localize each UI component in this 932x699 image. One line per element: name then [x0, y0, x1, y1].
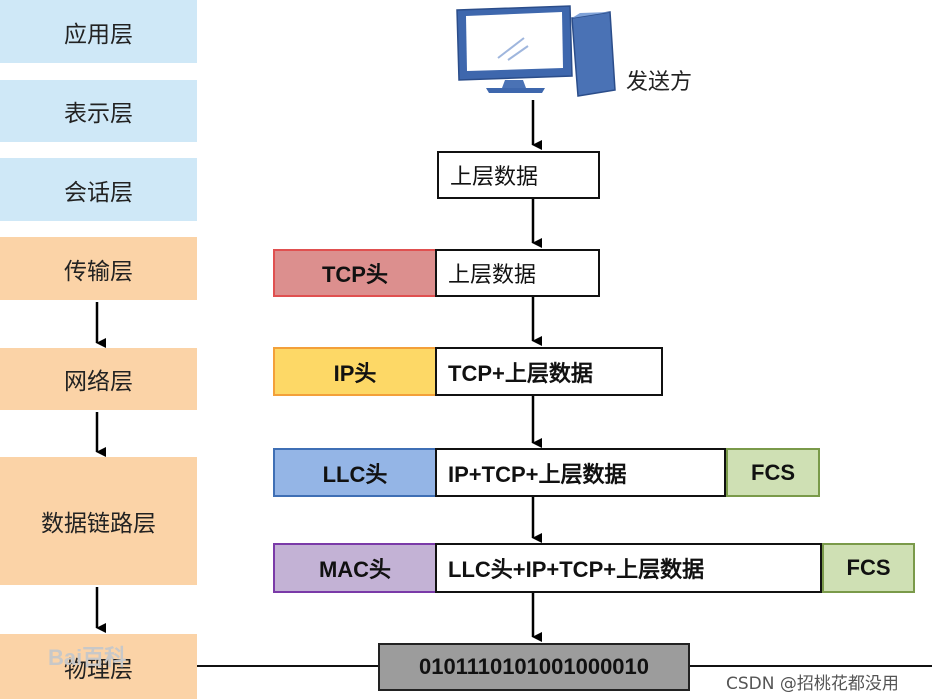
- layer-presentation: 表示层: [0, 80, 197, 142]
- computer-icon: [456, 5, 616, 97]
- tcp-header-label: TCP头: [321, 262, 388, 287]
- mac-header-box: MAC头: [273, 543, 437, 593]
- mac-payload-label: LLC头+IP+TCP+上层数据: [448, 557, 705, 582]
- tcp-payload-label: 上层数据: [448, 263, 537, 288]
- layer-network-label: 网络层: [64, 369, 133, 395]
- llc-fcs-box: FCS: [726, 448, 820, 497]
- layer-network: 网络层: [0, 348, 197, 410]
- tcp-payload-box: 上层数据: [435, 249, 600, 297]
- layer-session-label: 会话层: [64, 179, 133, 206]
- ip-payload-label: TCP+上层数据: [448, 360, 593, 386]
- llc-header-label: LLC头: [322, 461, 388, 487]
- layer-physical-label: 物理层: [64, 656, 133, 683]
- layer-presentation-label: 表示层: [64, 101, 133, 127]
- bitstream-box: 0101110101001000010: [378, 643, 690, 691]
- baidu-watermark: Bai百科: [48, 645, 127, 670]
- mac-fcs-label: FCS: [846, 555, 891, 580]
- layer-session: 会话层: [0, 158, 197, 221]
- layer-physical: 物理层: [0, 634, 197, 699]
- mac-fcs-box: FCS: [822, 543, 915, 593]
- mac-header-label: MAC头: [318, 557, 392, 582]
- layer-application: 应用层: [0, 0, 197, 63]
- ip-payload-box: TCP+上层数据: [435, 347, 663, 396]
- upper-data-label: 上层数据: [450, 165, 539, 190]
- bitstream-label: 0101110101001000010: [418, 654, 650, 679]
- layer-datalink: 数据链路层: [0, 457, 197, 585]
- llc-payload-label: IP+TCP+上层数据: [448, 461, 627, 487]
- ip-header-box: IP头: [273, 347, 437, 396]
- layer-application-label: 应用层: [64, 21, 133, 48]
- upper-data-box: 上层数据: [437, 151, 600, 199]
- layer-datalink-label: 数据链路层: [41, 511, 156, 537]
- llc-payload-box: IP+TCP+上层数据: [435, 448, 726, 497]
- csdn-credit: CSDN @招桃花都没用: [726, 674, 899, 694]
- tcp-header-box: TCP头: [273, 249, 437, 297]
- llc-fcs-label: FCS: [751, 459, 795, 485]
- layer-transport: 传输层: [0, 237, 197, 300]
- sender-label: 发送方: [626, 70, 693, 95]
- llc-header-box: LLC头: [273, 448, 437, 497]
- mac-payload-box: LLC头+IP+TCP+上层数据: [435, 543, 822, 593]
- layer-transport-label: 传输层: [64, 258, 133, 285]
- ip-header-label: IP头: [333, 360, 377, 386]
